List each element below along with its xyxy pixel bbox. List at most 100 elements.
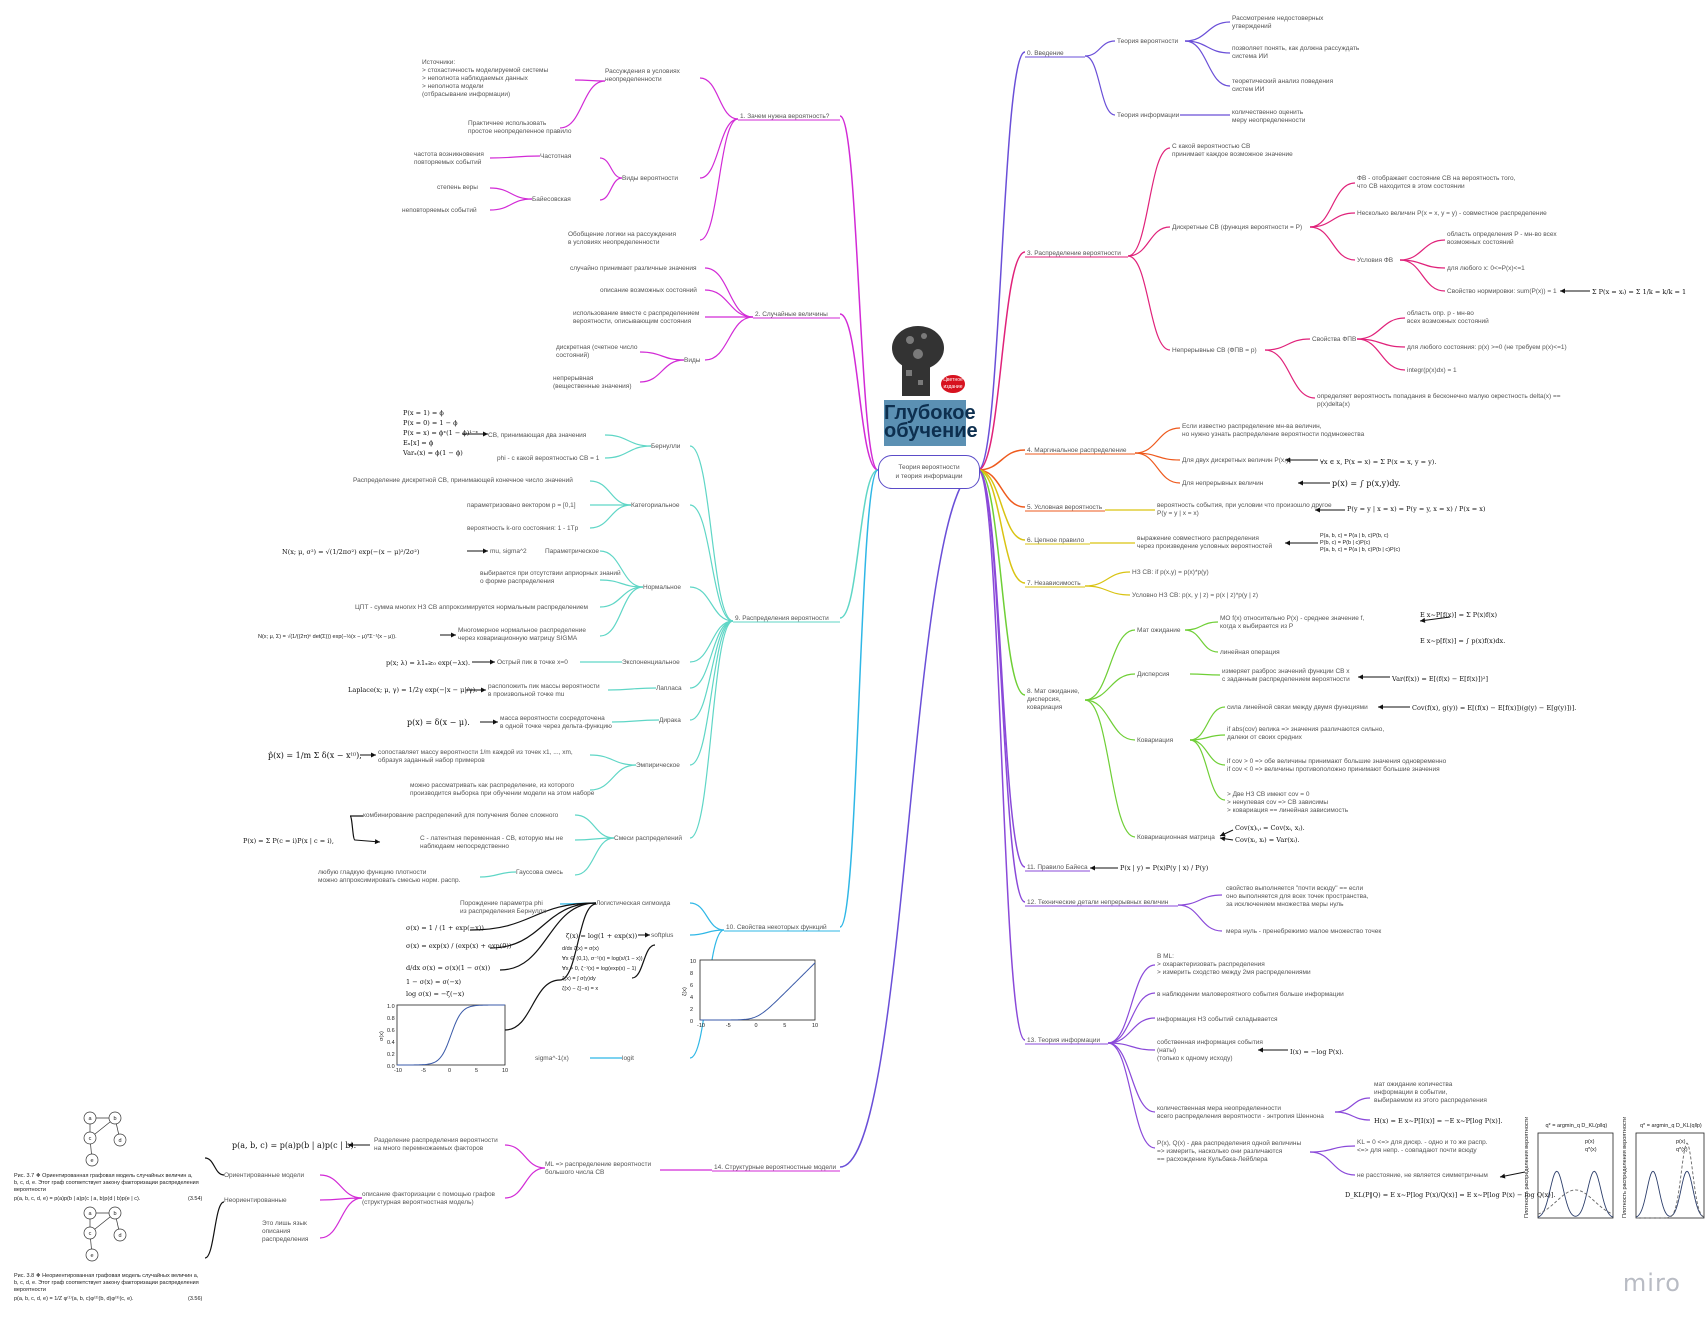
laplace-node[interactable]: Лапласа (656, 685, 682, 692)
node-label[interactable]: integr(p(x)dx) = 1 (1407, 367, 1457, 374)
variance-node[interactable]: Дисперсия (1137, 671, 1170, 678)
node-label[interactable]: описание факторизации с помощью графов(с… (362, 1191, 496, 1206)
node-label[interactable]: sigma^-1(x) (535, 1055, 569, 1062)
kinds-of-probability-node[interactable]: Виды вероятности (622, 175, 678, 182)
bernoulli-node[interactable]: Бернулли (651, 443, 681, 450)
directed-models-node[interactable]: Ориентированные модели (224, 1172, 305, 1179)
node-label[interactable]: случайно принимает различные значения (570, 264, 697, 272)
node-label[interactable]: неповторяемых событий (402, 206, 477, 214)
node-label[interactable]: Источники:> стохастичность моделируемой … (422, 59, 548, 98)
discrete-rv-node[interactable]: Дискретные СВ (функция вероятности = P) (1172, 224, 1302, 231)
branch-11-bayes[interactable]: 11. Правило Байеса (1027, 863, 1088, 871)
node-label[interactable]: свойство выполняется "почти всюду" == ес… (1226, 884, 1369, 908)
node-label[interactable]: if cov > 0 => обе величины принимают бол… (1227, 757, 1447, 773)
node-label[interactable]: линейная операция (1220, 648, 1280, 656)
empirical-node[interactable]: Эмпирическое (636, 762, 680, 769)
pmf-conditions-node[interactable]: Условия ФВ (1357, 257, 1393, 264)
theory-information-node[interactable]: Теория информации (1117, 112, 1180, 119)
root-topic-node[interactable]: Теория вероятности и теория информации (878, 455, 980, 489)
undirected-models-node[interactable]: Неориентированные (224, 1197, 287, 1204)
node-label[interactable]: В ML:> охарактеризовать распределения> и… (1157, 953, 1311, 976)
node-label[interactable]: в наблюдении маловероятного события боль… (1157, 990, 1344, 998)
node-label[interactable]: определяет вероятность попадания в беско… (1317, 392, 1561, 408)
node-label[interactable]: > Две НЗ СВ имеют cov = 0> ненулевая cov… (1227, 791, 1349, 814)
node-label[interactable]: собственная информация события(наты)(тол… (1157, 1038, 1263, 1062)
expectation-node[interactable]: Мат ожидание (1137, 627, 1181, 634)
branch-14-structured-models[interactable]: 14. Структурные вероятностные модели (714, 1164, 837, 1171)
node-label[interactable]: степень веры (437, 184, 478, 191)
branch-12-technical[interactable]: 12. Технические детали непрерывных велич… (1027, 899, 1169, 906)
node-label[interactable]: комбинирование распределений для получен… (363, 811, 559, 819)
node-label[interactable]: Острый пик в точке x=0 (497, 658, 568, 666)
node-label[interactable]: KL = 0 <=> для дискр. - одно и то же рас… (1357, 1139, 1488, 1154)
node-label[interactable]: Для непрерывных величин (1182, 480, 1264, 487)
branch-8-expectation[interactable]: 8. Мат ожидание,дисперсия,ковариация (1027, 688, 1080, 711)
bayesian-probability-node[interactable]: Байесовская (532, 195, 571, 203)
rv-kinds-node[interactable]: Виды (684, 357, 701, 364)
node-label[interactable]: можно рассматривать как распределение, и… (410, 782, 595, 797)
node-label[interactable]: СВ, принимающая два значения (488, 432, 587, 439)
branch-0-intro[interactable]: 0. Введение (1027, 50, 1064, 57)
node-label[interactable]: для любого состояния: p(x) >=0 (не требу… (1407, 343, 1567, 351)
branch-4-marginal[interactable]: 4. Маргинальное распределение (1027, 447, 1127, 454)
node-label[interactable]: Если известно распределение мн-ва величи… (1182, 423, 1365, 438)
covariance-matrix-node[interactable]: Ковариационная матрица (1137, 834, 1215, 841)
node-label[interactable]: параметризовано вектором p = [0,1] (467, 502, 576, 509)
exponential-node[interactable]: Экспоненциальное (622, 659, 680, 666)
branch-6-chain-rule[interactable]: 6. Цепное правило (1027, 537, 1084, 544)
covariance-node[interactable]: Ковариация (1137, 737, 1174, 744)
logit-node[interactable]: logit (622, 1055, 634, 1062)
node-label[interactable]: Для двух дискретных величин P(x,y) (1182, 457, 1291, 464)
pdf-properties-node[interactable]: Свойства ФПВ (1312, 335, 1356, 343)
branch-2-random-variables[interactable]: 2. Случайные величины (755, 310, 828, 318)
theory-probability-node[interactable]: Теория вероятности (1117, 38, 1179, 45)
node-label[interactable]: сопоставляет массу вероятности 1/m каждо… (378, 748, 573, 764)
logistic-sigmoid-node[interactable]: Логистическая сигмоида (596, 900, 671, 907)
gaussian-mixture-node[interactable]: Гауссова смесь (516, 869, 563, 876)
node-label[interactable]: Свойство нормировки: sum(P(x)) = 1 (1447, 287, 1557, 295)
node-label[interactable]: вероятность k-ого состояния: 1 - 1Tp (467, 525, 579, 532)
dirac-node[interactable]: Дирака (659, 717, 681, 724)
node-label[interactable]: ФВ - отображает состояние СВ на вероятно… (1357, 174, 1516, 190)
mixture-node[interactable]: Смеси распределений (614, 834, 682, 842)
node-label[interactable]: if abs(cov) велика => значения различают… (1227, 726, 1384, 741)
node-label[interactable]: Несколько величин P(x = x, y = y) - совм… (1357, 210, 1547, 217)
continuous-rv-node[interactable]: Непрерывные СВ (ФПВ = p) (1172, 347, 1257, 354)
parametric-node[interactable]: Параметрическое (545, 548, 599, 555)
branch-7-independence[interactable]: 7. Независимость (1027, 580, 1081, 587)
node-label[interactable]: вероятность события, при условии что про… (1157, 501, 1332, 517)
node-label[interactable]: для любого x: 0<=P(x)<=1 (1447, 264, 1525, 272)
node-label[interactable]: МО f(x) относительно P(x) - среднее знач… (1220, 615, 1364, 630)
branch-3-distribution[interactable]: 3. Распределение вероятности (1027, 250, 1121, 257)
branch-9-distributions[interactable]: 9. Распределения вероятности (735, 615, 829, 622)
node-label[interactable]: мера нуль - пренебрежимо малое множество… (1226, 927, 1381, 935)
node-label[interactable]: описание возможных состояний (600, 286, 697, 294)
softplus-node[interactable]: softplus (651, 932, 674, 939)
node-label[interactable]: непрерывная(вещественные значения) (553, 375, 632, 390)
branch-1-why-probability[interactable]: 1. Зачем нужна вероятность? (740, 113, 830, 120)
node-label[interactable]: не расстояние, не является симметричным (1357, 1172, 1488, 1179)
categorical-node[interactable]: Категориальное (631, 502, 680, 509)
normal-node[interactable]: Нормальное (643, 584, 681, 591)
